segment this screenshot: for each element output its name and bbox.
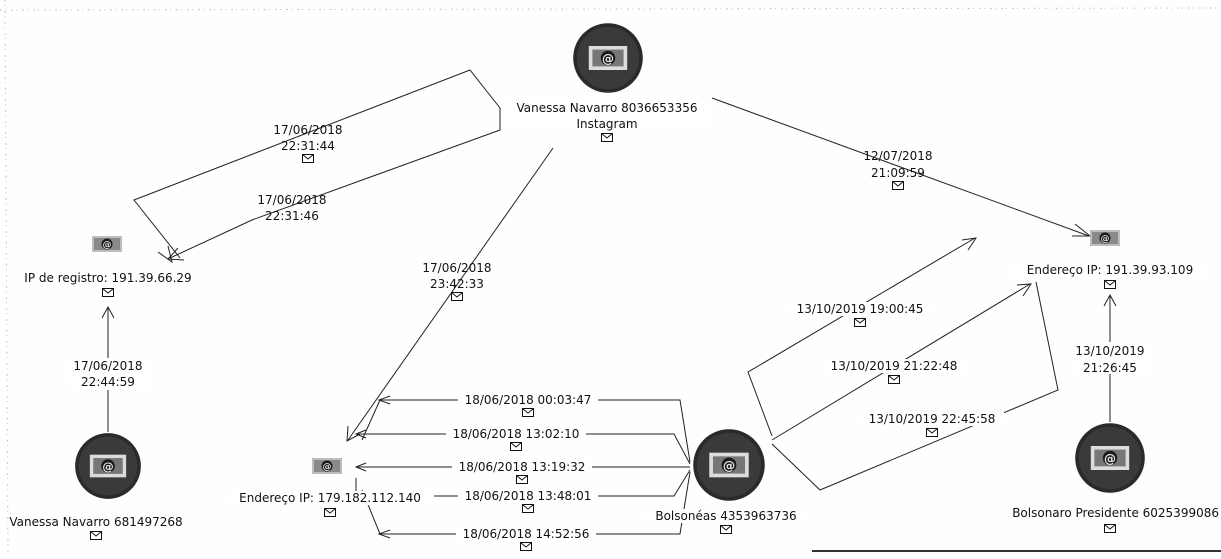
- edge-time: 22:31:44: [281, 139, 335, 153]
- node-bolsoneas[interactable]: Bolsonéas 4353963736: [642, 429, 810, 533]
- envelope-icon[interactable]: [523, 409, 534, 417]
- ip-node-icon[interactable]: [92, 236, 122, 252]
- envelope-icon[interactable]: [511, 443, 522, 451]
- envelope-icon[interactable]: [303, 155, 314, 163]
- node-name: Vanessa Navarro 8036653356: [517, 101, 698, 115]
- node-vanessa-681[interactable]: Vanessa Navarro 681497268: [9, 433, 182, 539]
- edge-label-e13: 13/10/2019 22:45:58: [860, 412, 1004, 437]
- user-avatar-icon[interactable]: [1075, 423, 1145, 493]
- envelope-icon[interactable]: [452, 293, 463, 301]
- scan-noise: [5, 0, 8, 554]
- edge-e1: [134, 70, 500, 262]
- envelope-icon[interactable]: [523, 505, 534, 513]
- node-label: IP de registro: 191.39.66.29: [24, 271, 191, 285]
- envelope-icon[interactable]: [855, 319, 866, 327]
- node-ip-191-93[interactable]: Endereço IP: 191.39.93.109: [1010, 230, 1210, 289]
- edge-label-e14: 13/10/2019 21:26:45: [1070, 342, 1150, 375]
- envelope-icon[interactable]: [721, 526, 732, 534]
- node-label: Bolsonéas 4353963736: [655, 509, 796, 523]
- node-bolsonaro[interactable]: Bolsonaro Presidente 6025399086: [1012, 423, 1219, 532]
- edge-label: 13/10/2019 21:22:48: [831, 359, 958, 373]
- edge-date: 13/10/2019: [1075, 344, 1144, 358]
- edge-date: 17/06/2018: [273, 123, 342, 137]
- edge-label: 18/06/2018 13:02:10: [453, 427, 580, 441]
- envelope-icon[interactable]: [602, 134, 613, 142]
- ip-node-icon[interactable]: [1090, 230, 1120, 246]
- node-label: Endereço IP: 179.182.112.140: [239, 491, 421, 505]
- edge-time: 21:26:45: [1083, 361, 1137, 375]
- edge-time: 21:09:59: [871, 166, 925, 180]
- edge-label-e2: 17/06/2018 22:31:46: [257, 193, 326, 223]
- node-vanessa-instagram[interactable]: Vanessa Navarro 8036653356 Instagram: [504, 23, 710, 141]
- edge-time: 22:44:59: [81, 375, 135, 389]
- node-label: Bolsonaro Presidente 6025399086: [1012, 506, 1219, 520]
- edge-label: 18/06/2018 14:52:56: [463, 527, 590, 541]
- edge-date: 12/07/2018: [863, 149, 932, 163]
- envelope-icon[interactable]: [889, 376, 900, 384]
- user-avatar-icon[interactable]: [693, 429, 765, 501]
- edge-date: 17/06/2018: [422, 261, 491, 275]
- edge-label-e10: 18/06/2018 14:52:56: [456, 527, 596, 551]
- edge-time: 22:31:46: [265, 209, 319, 223]
- envelope-icon[interactable]: [927, 429, 938, 437]
- edge-date: 17/06/2018: [73, 359, 142, 373]
- node-label: Endereço IP: 191.39.93.109: [1027, 263, 1193, 277]
- envelope-icon[interactable]: [103, 289, 114, 297]
- envelope-icon[interactable]: [1105, 525, 1116, 533]
- edge-label-e9: 18/06/2018 13:48:01: [458, 489, 598, 513]
- edge-label-e11: 13/10/2019 19:00:45: [788, 302, 932, 327]
- edge-label: 13/10/2019 19:00:45: [797, 302, 924, 316]
- user-avatar-icon[interactable]: [573, 23, 643, 93]
- node-source: Instagram: [576, 117, 637, 131]
- edge-label-e6: 18/06/2018 00:03:47: [458, 393, 598, 417]
- edge-label-e8: 18/06/2018 13:19:32: [452, 460, 592, 484]
- edge-time: 23:42:33: [430, 277, 484, 291]
- edge-label: 13/10/2019 22:45:58: [869, 412, 996, 426]
- edge-label: 18/06/2018 00:03:47: [465, 393, 592, 407]
- envelope-icon[interactable]: [1105, 281, 1116, 289]
- scan-noise: [0, 8, 1221, 10]
- node-label: Vanessa Navarro 681497268: [9, 515, 182, 529]
- edge-label-e7: 18/06/2018 13:02:10: [446, 427, 586, 451]
- ip-node-icon[interactable]: [312, 458, 342, 474]
- edge-label-e3: 12/07/2018 21:09:59: [863, 149, 932, 190]
- envelope-icon[interactable]: [91, 532, 102, 540]
- envelope-icon[interactable]: [893, 182, 904, 190]
- edge-label: 18/06/2018 13:19:32: [459, 460, 586, 474]
- edge-label-e5: 17/06/2018 22:44:59: [68, 358, 150, 390]
- edge-label-e12: 13/10/2019 21:22:48: [822, 359, 966, 384]
- edge-label: 18/06/2018 13:48:01: [465, 489, 592, 503]
- envelope-icon[interactable]: [517, 476, 528, 484]
- node-ip-registro[interactable]: IP de registro: 191.39.66.29: [24, 236, 191, 297]
- envelope-icon[interactable]: [325, 509, 336, 517]
- edge-label-e1: 17/06/2018 22:31:44: [273, 123, 342, 163]
- edge-date: 17/06/2018: [257, 193, 326, 207]
- envelope-icon[interactable]: [521, 543, 532, 551]
- user-avatar-icon[interactable]: [75, 433, 141, 499]
- edge-label-e4: 17/06/2018 23:42:33: [422, 261, 491, 301]
